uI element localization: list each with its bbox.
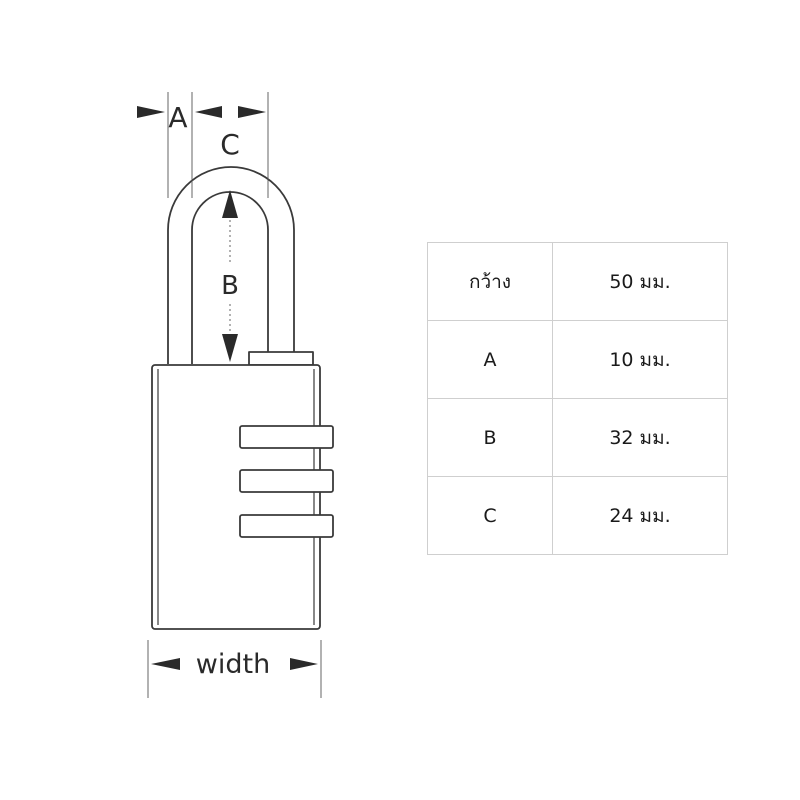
arrow-b-down-icon	[222, 334, 238, 362]
dimension-label-a: A	[168, 101, 187, 134]
dimension-width	[147, 640, 322, 698]
table-cell-key: C	[427, 476, 553, 555]
dimension-label-width: width	[196, 649, 270, 680]
arrow-c-right-icon	[238, 106, 266, 118]
dimension-label-b: B	[221, 271, 239, 301]
arrow-a-right-icon	[195, 106, 222, 118]
dimension-table: กว้าง 50 มม. A 10 มม. B 32 มม. C 24 มม.	[427, 242, 728, 555]
table-cell-value: 24 มม.	[552, 476, 728, 555]
lock-body-outline	[151, 364, 321, 630]
dial-1	[239, 425, 334, 449]
table-cell-value: 32 มม.	[552, 398, 728, 477]
arrow-width-right-icon	[290, 658, 318, 670]
arrow-width-left-icon	[151, 658, 180, 670]
dimension-label-c: C	[220, 128, 240, 161]
shackle-outer-outline	[167, 166, 295, 364]
dimension-a-c	[137, 92, 269, 198]
table-row: A 10 มม.	[427, 320, 728, 399]
table-cell-key: B	[427, 398, 553, 477]
arrow-a-left-icon	[137, 106, 165, 118]
arrow-b-up-icon	[222, 190, 238, 218]
table-cell-key: กว้าง	[427, 242, 553, 321]
combination-dials	[239, 425, 334, 538]
padlock-shackle	[167, 166, 314, 366]
table-row: C 24 มม.	[427, 476, 728, 555]
shackle-collar	[248, 351, 314, 366]
dimension-b	[222, 190, 238, 362]
dial-3	[239, 514, 334, 538]
table-row: กว้าง 50 มม.	[427, 242, 728, 321]
table-row: B 32 มม.	[427, 398, 728, 477]
table-cell-key: A	[427, 320, 553, 399]
table-cell-value: 10 มม.	[552, 320, 728, 399]
padlock-body	[151, 364, 321, 630]
table-cell-value: 50 มม.	[552, 242, 728, 321]
dial-2	[239, 469, 334, 493]
